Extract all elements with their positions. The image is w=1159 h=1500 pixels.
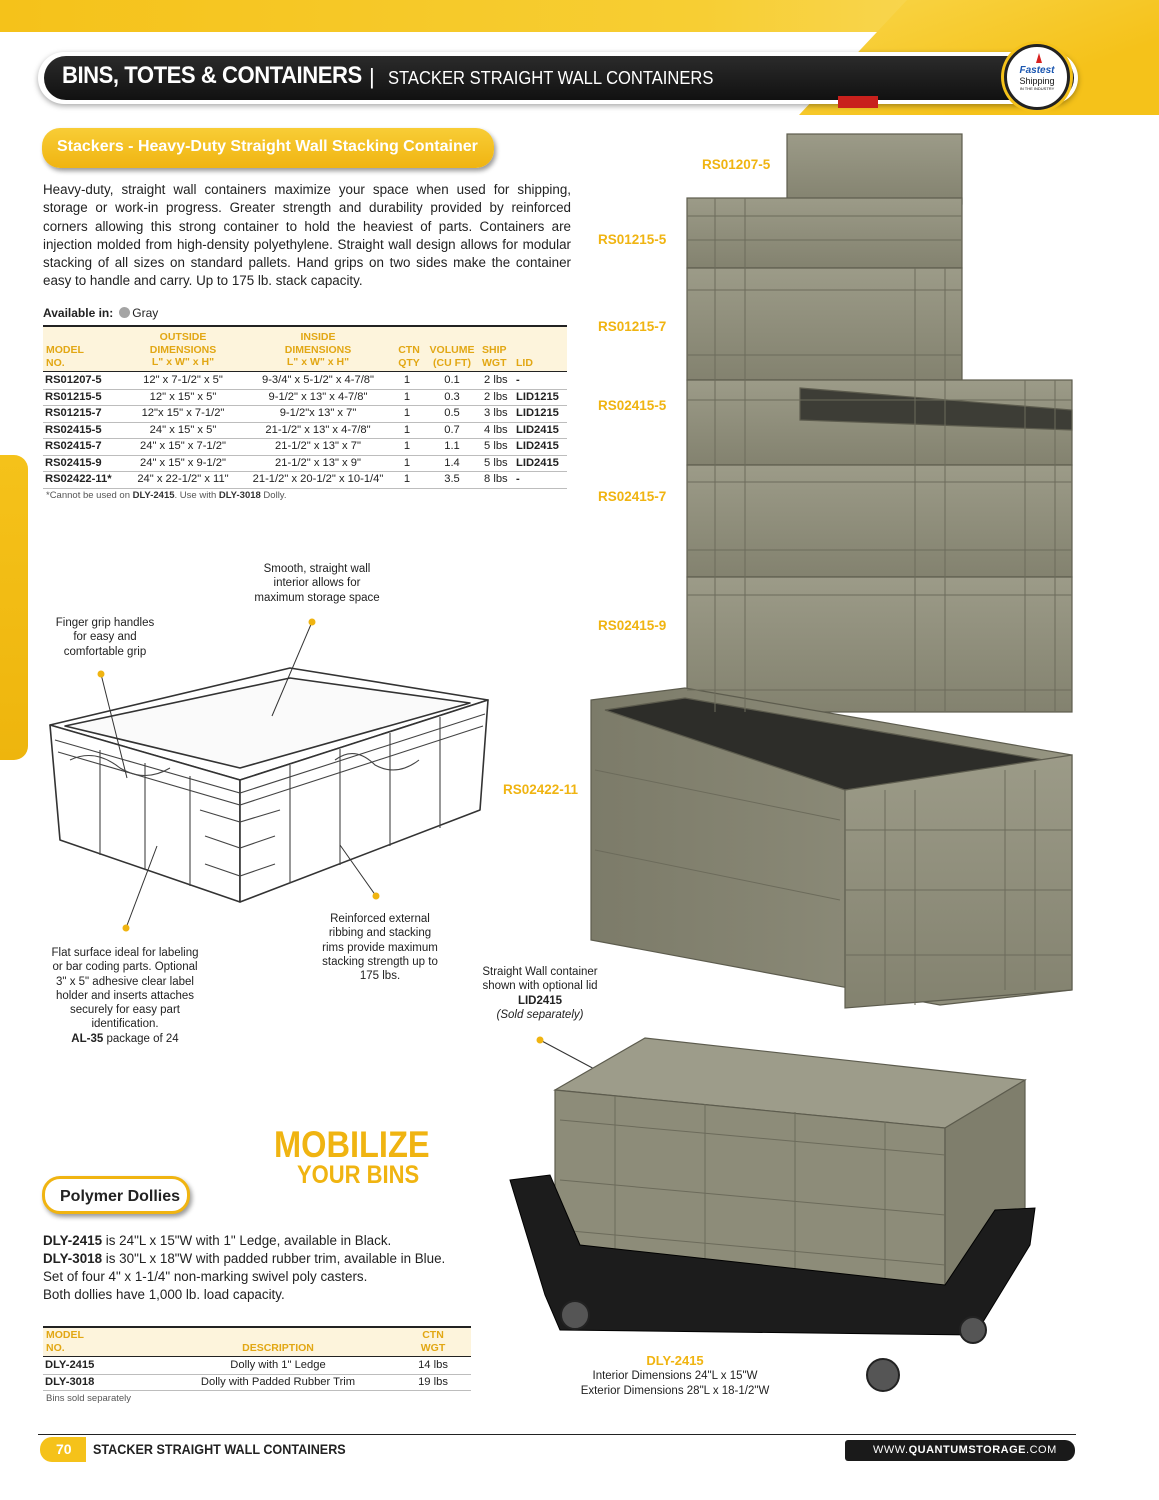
th-lid: LID <box>516 357 533 369</box>
label-rs01207-5: RS01207-5 <box>702 157 771 172</box>
callout-finger-grip: Finger grip handles for easy and comfort… <box>55 617 155 658</box>
spec-table-header <box>43 325 567 372</box>
dolly-line-1: DLY-2415 is 24"L x 15"W with 1" Ledge, a… <box>43 1233 392 1248</box>
page-title: BINS, TOTES & CONTAINERS <box>62 62 362 89</box>
header-bar <box>44 56 1074 100</box>
th-volume: VOLUME(CU FT) <box>429 344 475 369</box>
mobilize-subheadline: YOUR BINS <box>297 1161 420 1189</box>
dolly-exterior-dims: Exterior Dimensions 28"L x 18-1/2"W <box>580 1384 770 1397</box>
page-number: 70 <box>40 1437 86 1462</box>
dth-description: DESCRIPTION <box>242 1342 314 1354</box>
dolly-line-4: Both dollies have 1,000 lb. load capacit… <box>43 1287 285 1302</box>
footer-title: STACKER STRAIGHT WALL CONTAINERS <box>93 1441 346 1457</box>
side-tab <box>0 455 28 760</box>
dolly-interior-dims: Interior Dimensions 24"L x 15"W <box>592 1370 758 1382</box>
dollies-description: DLY-2415 is 24"L x 15"W with 1" Ledge, a… <box>43 1232 543 1304</box>
badge-line-2: Shipping <box>1019 76 1055 86</box>
website-link[interactable]: WWW.QUANTUMSTORAGE.COM <box>845 1440 1075 1461</box>
badge-line-3: IN THE INDUSTRY <box>1019 86 1055 91</box>
gray-swatch-icon <box>119 307 131 318</box>
mobilize-headline: MOBILIZE <box>274 1124 430 1165</box>
label-rs02415-5: RS02415-5 <box>598 398 667 413</box>
dolly-line-3: Set of four 4" x 1-1/4" non-marking swiv… <box>43 1269 368 1284</box>
fastest-shipping-badge: Fastest Shipping IN THE INDUSTRY <box>1004 44 1070 110</box>
arrow-icon <box>1036 53 1042 63</box>
header-red-tab <box>838 96 878 108</box>
dolly-line-2: DLY-3018 is 30"L x 18"W with padded rubb… <box>43 1251 446 1266</box>
page-subtitle: STACKER STRAIGHT WALL CONTAINERS <box>388 68 714 88</box>
dolly-table-note: Bins sold separately <box>46 1393 132 1404</box>
stackers-heading: Stackers - Heavy-Duty Straight Wall Stac… <box>42 128 494 168</box>
available-color: Gray <box>132 306 159 320</box>
label-rs01215-7: RS01215-7 <box>598 319 667 334</box>
dolly-table-header <box>43 1326 471 1357</box>
dolly-photo-label: DLY-2415 <box>646 1353 704 1368</box>
table-footnote: *Cannot be used on DLY-2415. Use with DL… <box>46 490 287 501</box>
stacked-bins-image <box>590 133 1073 1009</box>
callout-optional-lid: Straight Wall container shown with optio… <box>482 966 598 1021</box>
container-illustration <box>49 667 489 903</box>
label-rs02422-11: RS02422-11 <box>503 782 579 797</box>
label-rs02415-7: RS02415-7 <box>598 489 667 504</box>
available-label: Available in: <box>43 306 114 320</box>
badge-line-1: Fastest <box>1019 65 1055 76</box>
dollies-heading: Polymer Dollies <box>42 1176 190 1214</box>
label-rs02415-9: RS02415-9 <box>598 618 667 633</box>
label-rs01215-5: RS01215-5 <box>598 232 667 247</box>
table-row: RS02422-11*24" x 22-1/2" x 11"21-1/2" x … <box>43 472 567 489</box>
available-colors: Available in: Gray <box>43 306 158 320</box>
header-separator: | <box>369 64 375 89</box>
dolly-with-bin-image <box>509 1037 1036 1392</box>
callout-flat-surface: Flat surface ideal for labeling or bar c… <box>51 947 199 1045</box>
footer-rule <box>38 1434 1076 1435</box>
dolly-photo-dimensions: Interior Dimensions 24"L x 15"W Exterior… <box>560 1369 790 1398</box>
stackers-description: Heavy-duty, straight wall containers max… <box>43 182 571 289</box>
callout-smooth-interior: Smooth, straight wall interior allows fo… <box>254 563 380 604</box>
callout-reinforced-ribbing: Reinforced external ribbing and stacking… <box>322 913 438 983</box>
